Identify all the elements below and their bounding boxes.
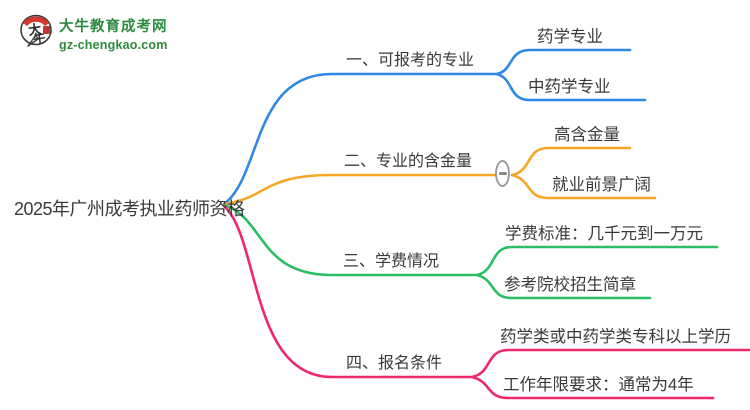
logo-bull-icon: 大 牛 — [18, 10, 54, 57]
branch2-line — [222, 173, 498, 206]
branch3-child2-label[interactable]: 参考院校招生简章 — [504, 276, 636, 294]
branch2-label[interactable]: 二、专业的含金量 — [344, 153, 473, 170]
minus-icon — [498, 172, 507, 175]
branch4-child2-label[interactable]: 工作年限要求：通常为4年 — [503, 376, 694, 394]
logo-url: gz-chengkao.com — [59, 37, 168, 52]
branch1-child1-label[interactable]: 药学专业 — [537, 28, 603, 46]
svg-text:大: 大 — [27, 21, 42, 39]
branch2-child2-label[interactable]: 就业前景广阔 — [552, 176, 651, 194]
svg-text:牛: 牛 — [32, 29, 46, 46]
branch2-child1-label[interactable]: 高含金量 — [554, 126, 620, 144]
branch4-label[interactable]: 四、报名条件 — [346, 355, 443, 372]
branch1-child1-line — [495, 48, 632, 76]
branch1-line — [222, 72, 499, 206]
logo-title: 大牛教育成考网 — [59, 19, 168, 35]
branch1-label[interactable]: 一、可报考的专业 — [346, 52, 475, 69]
branch3-label[interactable]: 三、学费情况 — [343, 253, 440, 270]
branch1-child2-label[interactable]: 中药学专业 — [528, 78, 611, 96]
root-topic[interactable]: 2025年广州成考执业药师资格 — [14, 199, 245, 219]
branch2-collapse-button[interactable] — [495, 160, 510, 187]
branch4-child1-label[interactable]: 药学类或中药学类专科以上学历 — [500, 328, 731, 346]
branch3-child1-label[interactable]: 学费标准：几千元到一万元 — [505, 225, 703, 243]
site-logo[interactable]: 大 牛 大牛教育成考网 gz-chengkao.com — [18, 10, 168, 57]
